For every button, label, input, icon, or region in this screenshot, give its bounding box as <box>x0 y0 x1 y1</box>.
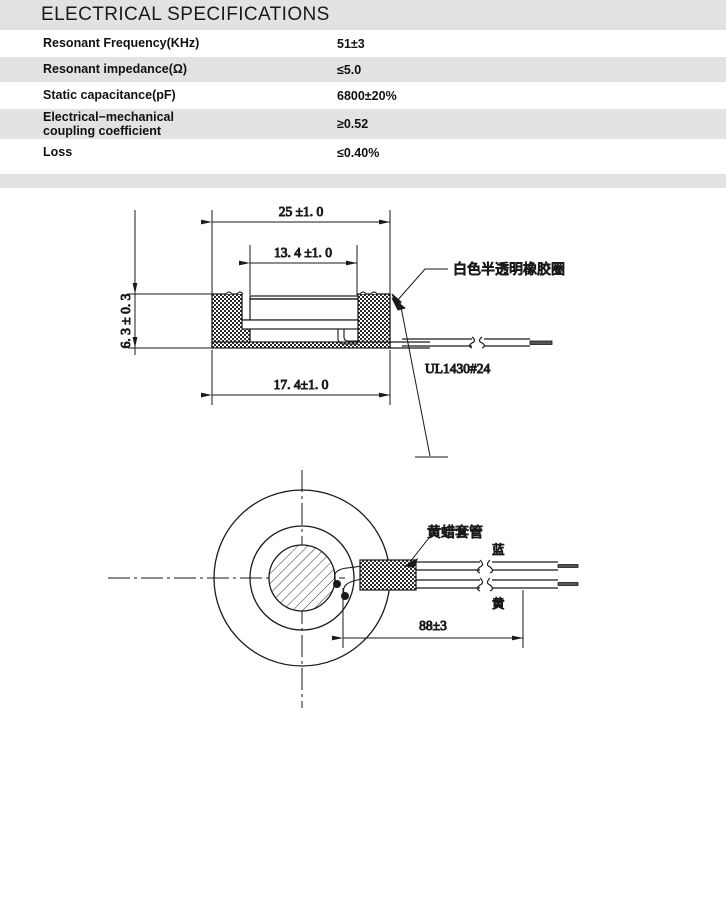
sleeve-leader <box>404 528 462 568</box>
rubber-ring-leader-poly <box>395 268 448 303</box>
dimension-13-4: 13. 4 ±1. 0 <box>239 245 357 266</box>
table-row: Resonant Frequency(KHz) 51±3 <box>0 31 726 57</box>
table-row: Resonant impedance(Ω) ≤5.0 <box>0 57 726 83</box>
cross-section-view: 25 ±1. 0 13. 4 ±1. 0 6. 3 ± 0. 3 17. 4±1… <box>118 204 566 458</box>
label-wire-spec: UL1430#24 <box>425 361 490 376</box>
height-witness-lines <box>128 293 215 349</box>
table-footer-band <box>0 174 726 188</box>
piezo-plate <box>241 319 359 330</box>
spec-table-header: ELECTRICAL SPECIFICATIONS <box>0 0 726 31</box>
table-row: Static capacitance(pF) 6800±20% <box>0 83 726 109</box>
middle-ring-circle <box>249 525 355 631</box>
label-white-rubber-ring: 白色半透明橡胶圈 <box>453 261 565 278</box>
spec-value: ≥0.52 <box>337 117 369 131</box>
lead-wires <box>416 559 579 592</box>
dimension-6-3-label: 6. 3 ± 0. 3 <box>118 293 133 348</box>
spec-label: Resonant impedance(Ω) <box>43 62 188 77</box>
bottom-flange <box>211 341 430 349</box>
technical-drawings: 25 ±1. 0 13. 4 ±1. 0 6. 3 ± 0. 3 17. 4±1… <box>0 190 726 900</box>
bottom-plan-view: 黄蜡套管 蓝 黄 88±3 <box>108 470 579 708</box>
dimension-88-label: 88±3 <box>419 618 447 633</box>
spec-value: ≤5.0 <box>337 62 362 77</box>
inner-housing <box>249 295 359 321</box>
label-wire-yellow: 黄 <box>492 596 505 611</box>
spec-value: 51±3 <box>337 36 365 51</box>
drawing-canvas: 25 ±1. 0 13. 4 ±1. 0 6. 3 ± 0. 3 17. 4±1… <box>108 204 579 708</box>
table-spacer <box>0 166 726 174</box>
spec-label: Loss <box>43 145 73 160</box>
dimension-88: 88±3 <box>332 588 524 648</box>
spec-label: Static capacitance(pF) <box>43 88 176 103</box>
label-wire-blue: 蓝 <box>492 542 505 557</box>
table-row: Loss ≤0.40% <box>0 140 726 166</box>
extension-lines <box>134 210 391 405</box>
dimension-25: 25 ±1. 0 <box>201 204 390 225</box>
dimension-25-label: 25 ±1. 0 <box>279 204 324 219</box>
external-wire <box>402 336 553 349</box>
dimension-13-4-label: 13. 4 ±1. 0 <box>274 245 332 260</box>
rubber-ring-right <box>357 291 391 348</box>
dimension-6-3: 6. 3 ± 0. 3 <box>118 283 138 349</box>
piezo-disc-circle <box>268 544 336 612</box>
rubber-ring-arrow <box>391 297 407 311</box>
spec-label: Resonant Frequency(KHz) <box>43 36 200 51</box>
electrical-specifications-table: ELECTRICAL SPECIFICATIONS Resonant Frequ… <box>0 0 726 188</box>
spec-value: 6800±20% <box>337 88 397 103</box>
dimension-17-4-label: 17. 4±1. 0 <box>274 377 329 392</box>
spec-label: Electrical−mechanical coupling coefficie… <box>43 109 174 138</box>
label-yellow-wax-sleeve: 黄蜡套管 <box>427 524 483 541</box>
table-row: Electrical−mechanical coupling coefficie… <box>0 109 726 140</box>
internal-lead-wire <box>337 329 358 345</box>
spec-value: ≤0.40% <box>337 145 380 160</box>
dimension-17-4: 17. 4±1. 0 <box>201 377 390 398</box>
page-title: ELECTRICAL SPECIFICATIONS <box>41 4 330 25</box>
